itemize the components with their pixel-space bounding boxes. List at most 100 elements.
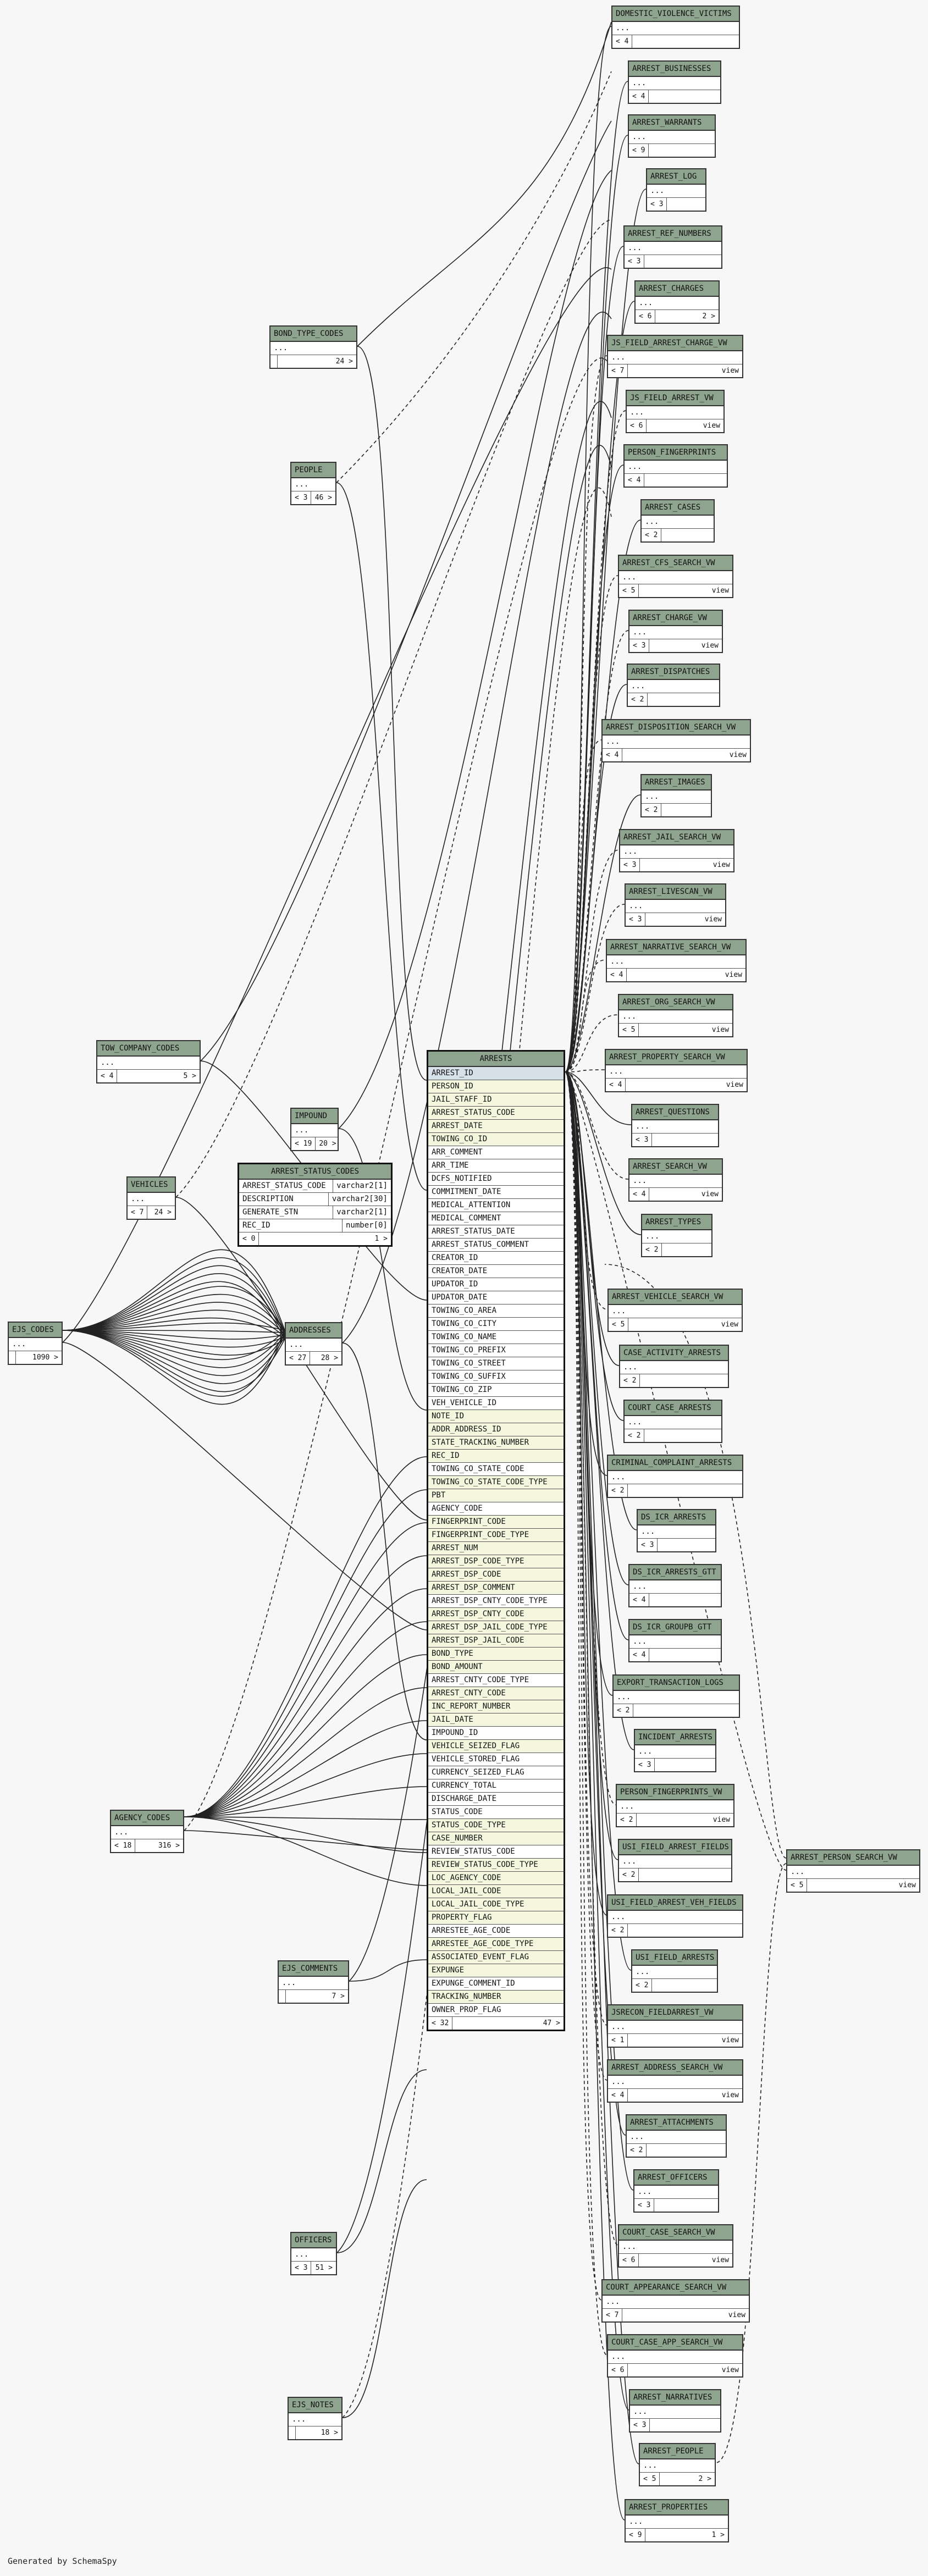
table-arrest-questions[interactable]: ARREST_QUESTIONS...< 3	[631, 1104, 719, 1147]
column-vehicle-stored-flag[interactable]: VEHICLE_STORED_FLAG	[428, 1753, 564, 1766]
table-ejs-notes[interactable]: EJS_NOTES...18 >	[288, 2397, 343, 2440]
table-arrest-cases[interactable]: ARREST_CASES...< 2	[640, 499, 715, 543]
table-ds-icr-arrests-gtt[interactable]: DS_ICR_ARRESTS_GTT...< 4	[628, 1564, 722, 1607]
table-person-fingerprints[interactable]: PERSON_FINGERPRINTS...< 4	[623, 444, 728, 488]
column-arrest-dsp-comment[interactable]: ARREST_DSP_COMMENT	[428, 1582, 564, 1595]
column-towing-co-city[interactable]: TOWING_CO_CITY	[428, 1318, 564, 1331]
column-towing-co-area[interactable]: TOWING_CO_AREA	[428, 1304, 564, 1318]
column-rec-id[interactable]: REC_ID	[428, 1450, 564, 1463]
column-medical-attention[interactable]: MEDICAL_ATTENTION	[428, 1199, 564, 1212]
column-person-id[interactable]: PERSON_ID	[428, 1080, 564, 1093]
table-bond-type-codes[interactable]: BOND_TYPE_CODES...24 >	[269, 325, 357, 369]
column-towing-co-state-code-type[interactable]: TOWING_CO_STATE_CODE_TYPE	[428, 1476, 564, 1489]
column-arrest-dsp-cnty-code[interactable]: ARREST_DSP_CNTY_CODE	[428, 1608, 564, 1621]
column-arrest-status-comment[interactable]: ARREST_STATUS_COMMENT	[428, 1239, 564, 1252]
column-case-number[interactable]: CASE_NUMBER	[428, 1832, 564, 1845]
column-veh-vehicle-id[interactable]: VEH_VEHICLE_ID	[428, 1397, 564, 1410]
column-towing-co-zip[interactable]: TOWING_CO_ZIP	[428, 1384, 564, 1397]
column-commitment-date[interactable]: COMMITMENT_DATE	[428, 1186, 564, 1199]
column-inc-report-number[interactable]: INC_REPORT_NUMBER	[428, 1700, 564, 1713]
column-towing-co-suffix[interactable]: TOWING_CO_SUFFIX	[428, 1370, 564, 1384]
column-updator-id[interactable]: UPDATOR_ID	[428, 1278, 564, 1291]
column-arrest-id[interactable]: ARREST_ID	[428, 1067, 564, 1080]
column-loc-agency-code[interactable]: LOC_AGENCY_CODE	[428, 1872, 564, 1885]
table-arrest-images[interactable]: ARREST_IMAGES...< 2	[640, 774, 712, 817]
column-arrest-cnty-code[interactable]: ARREST_CNTY_CODE	[428, 1687, 564, 1700]
table-arrest-businesses[interactable]: ARREST_BUSINESSES...< 4	[628, 60, 721, 104]
table-usi-field-arrest-fields[interactable]: USI_FIELD_ARREST_FIELDS...< 2	[618, 1839, 732, 1882]
column-pbt[interactable]: PBT	[428, 1489, 564, 1502]
column-towing-co-street[interactable]: TOWING_CO_STREET	[428, 1357, 564, 1370]
table-arrest-types[interactable]: ARREST_TYPES...< 2	[641, 1214, 712, 1257]
column-arrest-status-date[interactable]: ARREST_STATUS_DATE	[428, 1225, 564, 1239]
column-towing-co-name[interactable]: TOWING_CO_NAME	[428, 1331, 564, 1344]
column-jail-staff-id[interactable]: JAIL_STAFF_ID	[428, 1093, 564, 1107]
table-arrest-ref-numbers[interactable]: ARREST_REF_NUMBERS...< 3	[623, 225, 722, 269]
column-arrest-num[interactable]: ARREST_NUM	[428, 1542, 564, 1555]
column-updator-date[interactable]: UPDATOR_DATE	[428, 1291, 564, 1304]
column-arr-time[interactable]: ARR_TIME	[428, 1159, 564, 1173]
column-agency-code[interactable]: AGENCY_CODE	[428, 1502, 564, 1516]
table-arrest-officers[interactable]: ARREST_OFFICERS...< 3	[633, 2169, 719, 2213]
column-creator-id[interactable]: CREATOR_ID	[428, 1252, 564, 1265]
column-towing-co-id[interactable]: TOWING_CO_ID	[428, 1133, 564, 1146]
column-bond-type[interactable]: BOND_TYPE	[428, 1648, 564, 1661]
column-review-status-code-type[interactable]: REVIEW_STATUS_CODE_TYPE	[428, 1859, 564, 1872]
column-currency-total[interactable]: CURRENCY_TOTAL	[428, 1779, 564, 1793]
table-ds-icr-groupb-gtt[interactable]: DS_ICR_GROUPB_GTT...< 4	[628, 1619, 722, 1662]
column-vehicle-seized-flag[interactable]: VEHICLE_SEIZED_FLAG	[428, 1740, 564, 1753]
column-arrest-dsp-cnty-code-type[interactable]: ARREST_DSP_CNTY_CODE_TYPE	[428, 1595, 564, 1608]
column-arrestee-age-code-type[interactable]: ARRESTEE_AGE_CODE_TYPE	[428, 1938, 564, 1951]
table-incident-arrests[interactable]: INCIDENT_ARRESTS...< 3	[634, 1729, 716, 1772]
column-arr-comment[interactable]: ARR_COMMENT	[428, 1146, 564, 1159]
column-tracking-number[interactable]: TRACKING_NUMBER	[428, 1991, 564, 2004]
column-expunge-comment-id[interactable]: EXPUNGE_COMMENT_ID	[428, 1977, 564, 1991]
table-arrest-log[interactable]: ARREST_LOG...< 3	[646, 168, 706, 212]
table-ds-icr-arrests[interactable]: DS_ICR_ARRESTS...< 3	[637, 1509, 716, 1552]
column-addr-address-id[interactable]: ADDR_ADDRESS_ID	[428, 1423, 564, 1436]
column-arrest-dsp-code[interactable]: ARREST_DSP_CODE	[428, 1568, 564, 1582]
column-medical-comment[interactable]: MEDICAL_COMMENT	[428, 1212, 564, 1225]
column-bond-amount[interactable]: BOND_AMOUNT	[428, 1661, 564, 1674]
column-associated-event-flag[interactable]: ASSOCIATED_EVENT_FLAG	[428, 1951, 564, 1964]
column-local-jail-code[interactable]: LOCAL_JAIL_CODE	[428, 1885, 564, 1898]
column-expunge[interactable]: EXPUNGE	[428, 1964, 564, 1977]
column-arrest-date[interactable]: ARREST_DATE	[428, 1120, 564, 1133]
table-usi-field-arrests[interactable]: USI_FIELD_ARRESTS...< 2	[631, 1949, 718, 1993]
column-status-code-type[interactable]: STATUS_CODE_TYPE	[428, 1819, 564, 1832]
table-usi-field-arrest-veh-fields[interactable]: USI_FIELD_ARREST_VEH_FIELDS...< 2	[607, 1894, 743, 1938]
table-arrest-narratives[interactable]: ARREST_NARRATIVES...< 3	[629, 2389, 721, 2433]
column-towing-co-state-code[interactable]: TOWING_CO_STATE_CODE	[428, 1463, 564, 1476]
column-owner-prop-flag[interactable]: OWNER_PROP_FLAG	[428, 2004, 564, 2017]
table-criminal-complaint-arrests[interactable]: CRIMINAL_COMPLAINT_ARRESTS...< 2	[607, 1455, 743, 1498]
